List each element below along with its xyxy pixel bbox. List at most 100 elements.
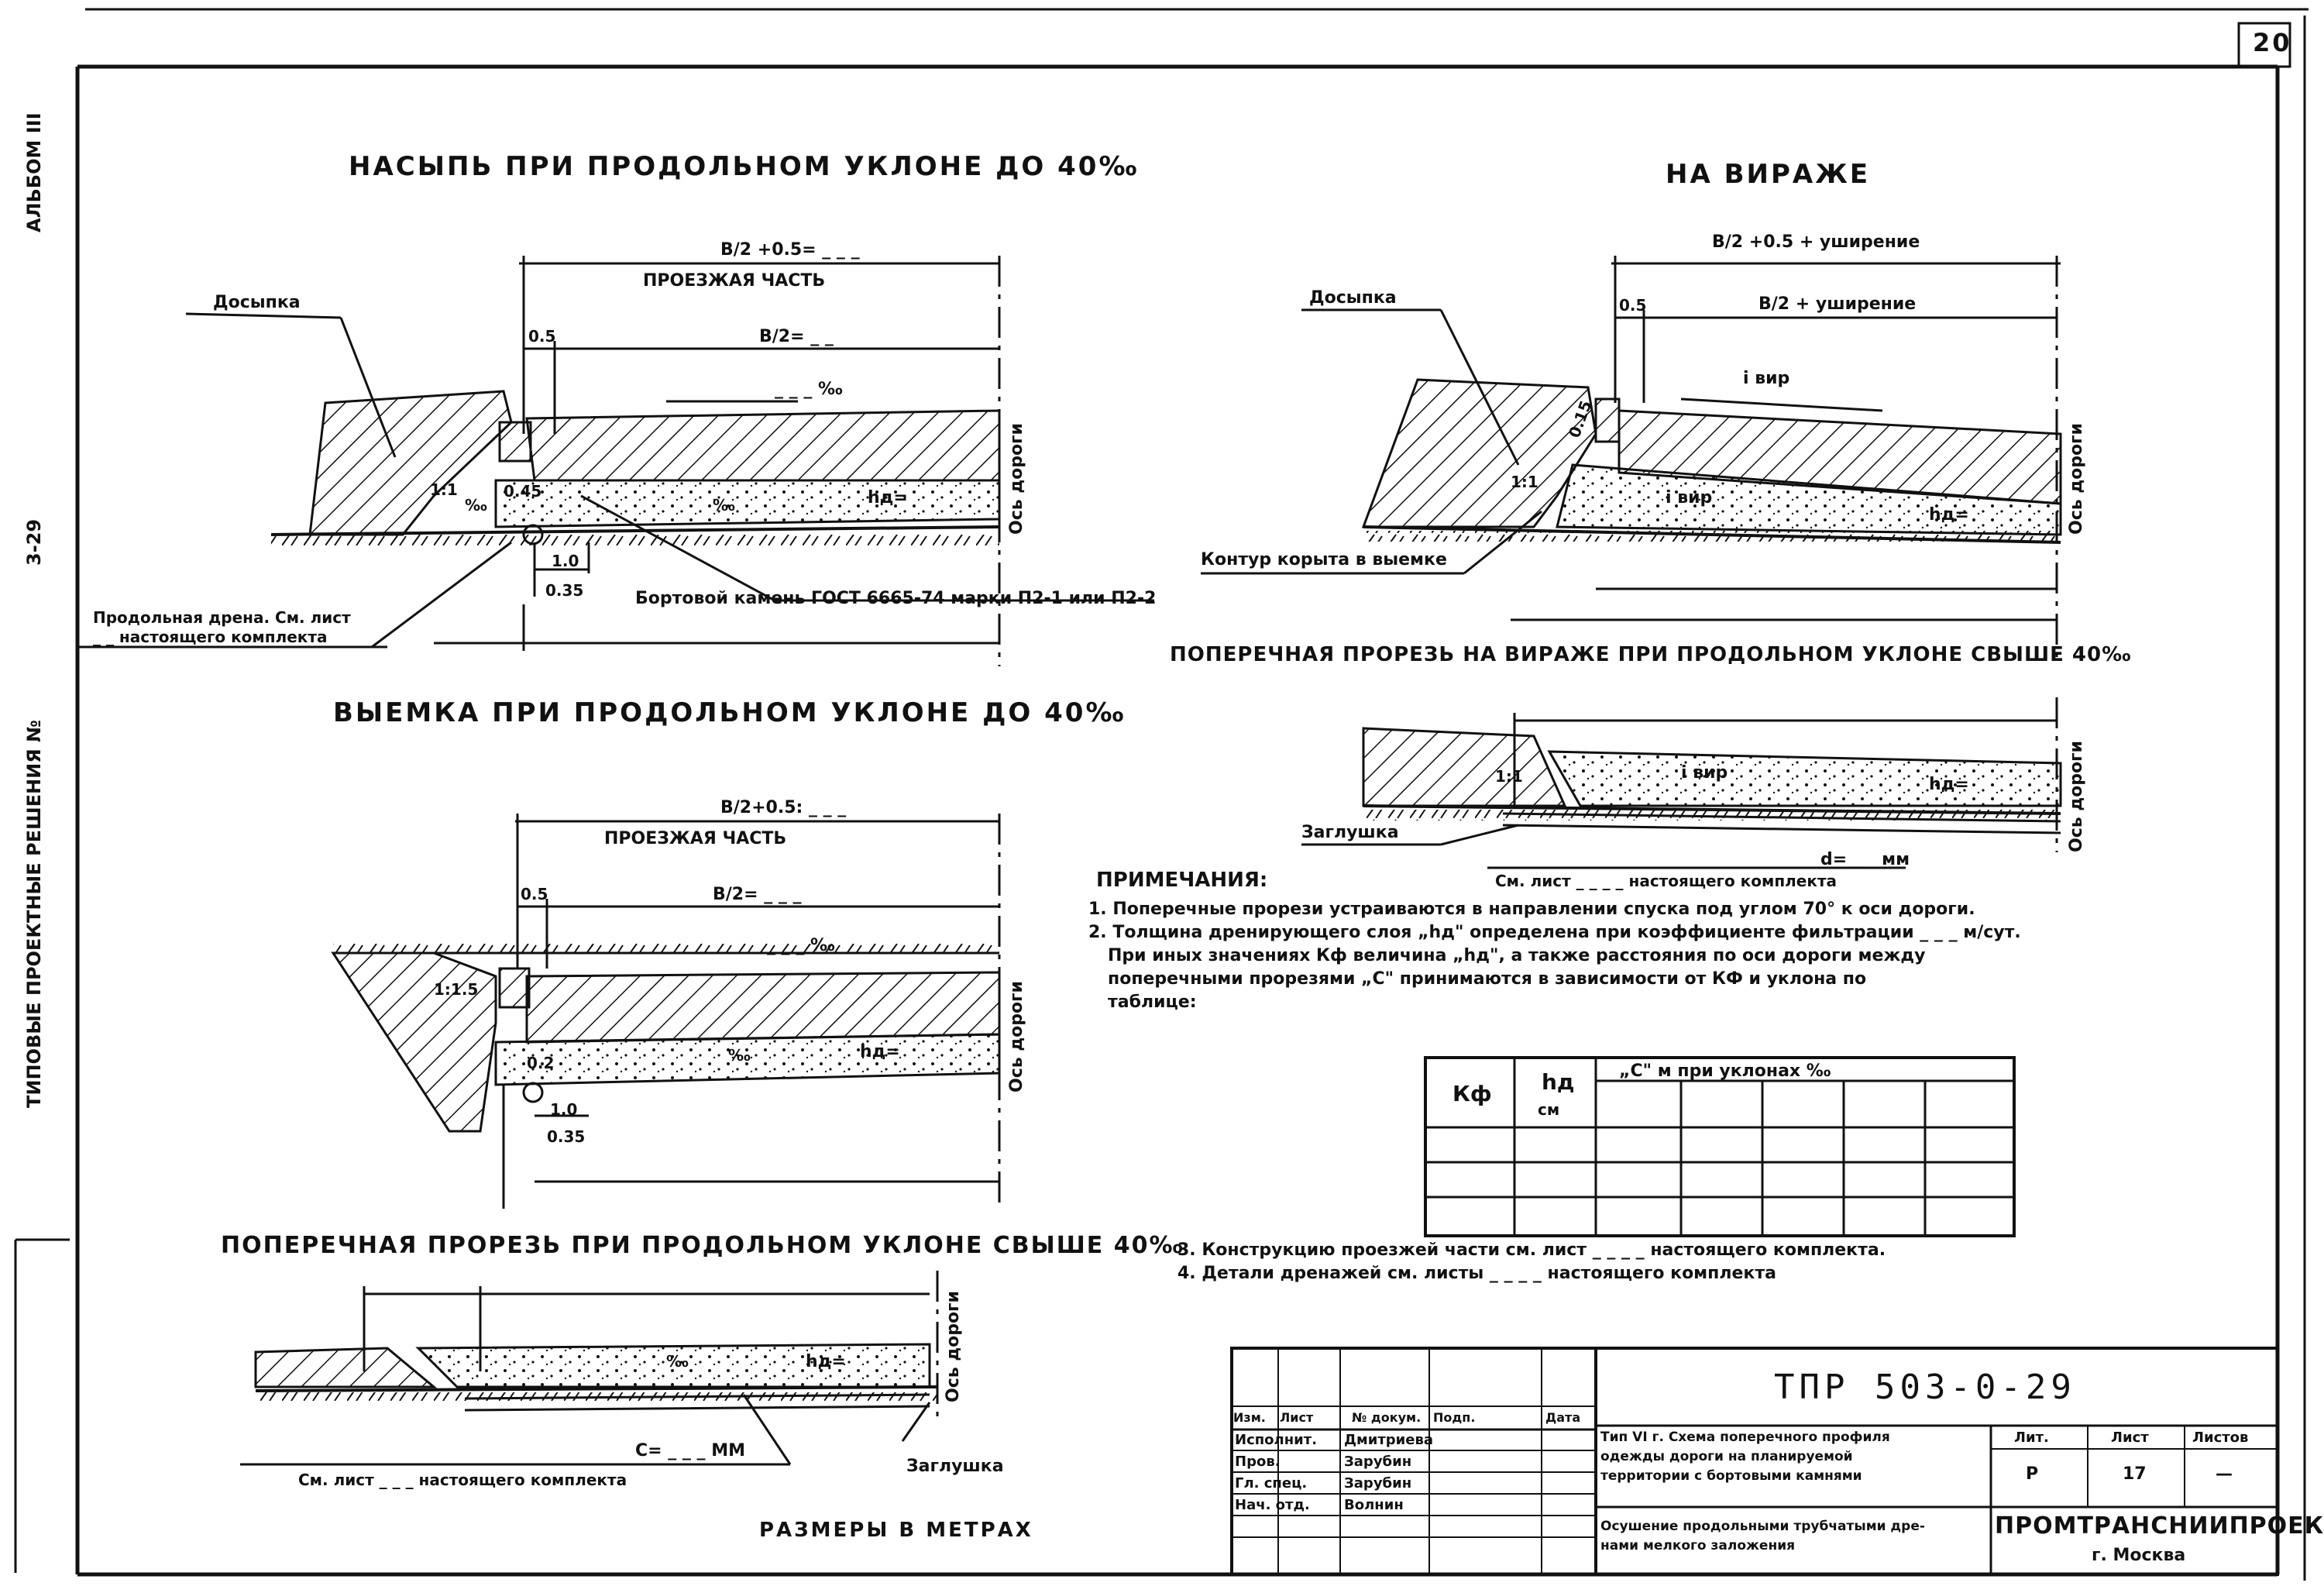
embankment-carriageway: ПРОЕЗЖАЯ ЧАСТЬ	[643, 271, 826, 291]
cut-dim-05: 0.5	[521, 885, 548, 903]
curve-contour: Контур корыта в выемке	[1201, 550, 1447, 569]
stamp-desc1a: Тип VI г. Схема поперечного профиля	[1600, 1430, 1890, 1445]
stamp-r2-name: Зарубин	[1344, 1454, 1412, 1470]
stamp-h-date: Дата	[1545, 1410, 1581, 1425]
cross-long-slope: ‰	[666, 1352, 689, 1371]
drain-label-2: _ _ настоящего комплекта	[93, 628, 328, 646]
cut-dim-035: 0.35	[547, 1127, 586, 1146]
note-2c: поперечными прорезями „С" принимаются в …	[1108, 969, 1867, 989]
cross-curve-hd: hд=	[1929, 775, 1969, 794]
stamp-h-sign: Подп.	[1433, 1410, 1476, 1425]
curve-backfill-hatch	[1361, 378, 1597, 528]
stamp-desc1b: одежды дороги на планируемой	[1600, 1449, 1853, 1464]
stamp-lit: Р	[2026, 1464, 2039, 1484]
stamp-desc2b: нами мелкого заложения	[1600, 1538, 1796, 1553]
cross-curve-section	[1301, 697, 2062, 869]
curve-dim-top: В/2 +0.5 + уширение	[1712, 232, 1920, 252]
stamp-sheets: —	[2216, 1464, 2233, 1484]
cross-long-hd: hд=	[806, 1352, 846, 1371]
note-2d: таблице:	[1108, 993, 1197, 1012]
embankment-dim-half: В/2= _ _	[759, 327, 834, 346]
curve-backfill: Досыпка	[1309, 288, 1397, 308]
sheet-number: 20	[2253, 28, 2292, 57]
cross-long-plug: Заглушка	[906, 1457, 1004, 1476]
stamp-sheets-h: Листов	[2192, 1430, 2249, 1446]
embankment-dim-035: 0.35	[545, 581, 584, 600]
note-2a: 2. Толщина дренирующего слоя „hд" опреде…	[1088, 923, 2021, 942]
stamp-r4-role: Нач. отд.	[1235, 1497, 1310, 1513]
cross-curve-title: ПОПЕРЕЧНАЯ ПРОРЕЗЬ НА ВИРАЖЕ ПРИ ПРОДОЛЬ…	[1170, 643, 2132, 666]
embankment-dim-05: 0.5	[528, 327, 556, 346]
stamp-code: ТПР 503-0-29	[1774, 1368, 2076, 1407]
cross-curve-ref: См. лист _ _ _ _ настоящего комплекта	[1495, 872, 1838, 890]
embankment-slope-main: _ _ _ ‰	[775, 380, 843, 399]
table-col-hd: hд	[1542, 1069, 1575, 1095]
cut-dim-10: 1.0	[550, 1100, 578, 1119]
embankment-dim-10: 1.0	[552, 552, 579, 570]
side-code-label: 3-29	[23, 518, 45, 566]
embankment-dim-045: 0.45	[504, 482, 542, 501]
cross-long-dim-c: С= _ _ _ ММ	[635, 1441, 746, 1461]
curve-i-top: i вир	[1743, 369, 1790, 388]
stamp-h-list: Лист	[1280, 1410, 1314, 1425]
stamp-h-doc: № докум.	[1352, 1410, 1422, 1425]
cross-long-section	[240, 1271, 939, 1466]
cross-curve-ratio: 1:1	[1495, 767, 1523, 786]
embankment-hd: hд=	[868, 488, 908, 507]
cut-axis: Ось дороги	[1007, 981, 1026, 1092]
side-series-label: ТИПОВЫЕ ПРОЕКТНЫЕ РЕШЕНИЯ №	[23, 720, 45, 1108]
stamp-city: г. Москва	[2092, 1546, 2186, 1565]
table-col-c: „С" м при уклонах ‰	[1619, 1061, 1831, 1081]
curve-i-bottom: i вир	[1666, 488, 1713, 507]
cross-long-axis: Ось дороги	[944, 1291, 963, 1402]
embankment-slope-small: ‰	[465, 496, 487, 514]
curve-axis: Ось дороги	[2067, 423, 2086, 535]
embankment-title: НАСЫПЬ ПРИ ПРОДОЛЬНОМ УКЛОНЕ ДО 40‰	[349, 151, 1140, 182]
cross-curve-plug: Заглушка	[1301, 823, 1399, 842]
embankment-slope-drain: ‰	[713, 496, 735, 514]
embankment-backfill: Досыпка	[213, 293, 301, 312]
embankment-pavement-hatch	[525, 409, 1001, 482]
stamp-r1-role: Исполнит.	[1235, 1432, 1318, 1448]
curve-dim-05: 0.5	[1619, 296, 1647, 315]
title-block-grid	[1230, 1347, 2279, 1576]
curve-section	[1201, 256, 2062, 659]
cut-title: ВЫЕМКА ПРИ ПРОДОЛЬНОМ УКЛОНЕ ДО 40‰	[333, 697, 1126, 728]
embankment-dim-top: В/2 +0.5= _ _ _	[720, 240, 860, 260]
cut-carriageway: ПРОЕЗЖАЯ ЧАСТЬ	[604, 829, 787, 848]
note-2b: При иных значениях Кф величина „hд", а т…	[1108, 946, 1926, 965]
units-label: РАЗМЕРЫ В МЕТРАХ	[759, 1519, 1033, 1542]
drain-pipe	[522, 524, 544, 545]
note-1: 1. Поперечные прорези устраиваются в нап…	[1088, 900, 1975, 919]
cut-slope-main: _ _ _ ‰	[767, 936, 835, 955]
embankment-section	[77, 256, 1154, 666]
cross-long-title: ПОПЕРЕЧНАЯ ПРОРЕЗЬ ПРИ ПРОДОЛЬНОМ УКЛОНЕ…	[221, 1232, 1184, 1259]
cross-curve-axis: Ось дороги	[2067, 741, 2086, 852]
stamp-r4-name: Волнин	[1344, 1497, 1404, 1513]
cut-slope-drain: ‰	[728, 1046, 751, 1065]
cut-dim-02: 0.2	[527, 1054, 555, 1072]
table-col-hd-unit: см	[1538, 1100, 1560, 1119]
note-3: 3. Конструкцию проезжей части см. лист _…	[1177, 1240, 1886, 1260]
cut-section	[331, 814, 1001, 1209]
drain-label-1: Продольная дрена. См. лист	[93, 608, 351, 627]
stamp-sheet-h: Лист	[2111, 1430, 2149, 1446]
curve-title: НА ВИРАЖЕ	[1666, 159, 1871, 190]
cut-dim-half: В/2= _ _ _	[713, 885, 802, 904]
table-col-kf: Кф	[1452, 1081, 1492, 1106]
stamp-r3-role: Гл. спец.	[1235, 1475, 1308, 1492]
embankment-drain-layer	[494, 479, 1001, 528]
kf-table-grid	[1424, 1056, 2016, 1237]
cross-curve-dim-d: d= _ _ мм	[1820, 850, 1910, 869]
stamp-desc2a: Осушение продольными трубчатыми дре-	[1600, 1519, 1925, 1534]
side-album-label: АЛЬБОМ III	[23, 112, 45, 232]
stamp-h-izm: Изм.	[1233, 1410, 1266, 1425]
stamp-r1-name: Дмитриева	[1344, 1432, 1434, 1448]
cut-hd: hд=	[860, 1042, 900, 1061]
cut-ratio: 1:1.5	[434, 980, 479, 999]
curb-stone-label: Бортовой камень ГОСТ 6665-74 марки П2-1 …	[635, 589, 1157, 608]
stamp-sheet: 17	[2123, 1464, 2147, 1484]
stamp-lit-h: Лит.	[2014, 1430, 2049, 1446]
cross-curve-i: i вир	[1681, 763, 1728, 783]
